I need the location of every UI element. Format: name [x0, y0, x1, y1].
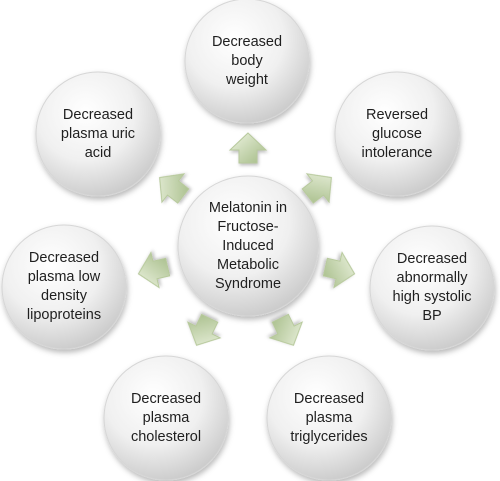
outcome-triglycerides-circle [266, 355, 392, 481]
outcome-uric-acid-circle [35, 71, 161, 197]
center-label: Melatonin in Fructose- Induced Metabolic… [208, 199, 288, 292]
arrow-to-glucose-intolerance [301, 173, 332, 204]
outcome-uric-acid-label: Decreased plasma uric acid [60, 106, 136, 161]
outcome-body-weight-circle [184, 0, 310, 124]
center-circle [177, 175, 319, 317]
outcome-systolic-bp-label: Decreased abnormally high systolic BP [392, 251, 472, 324]
arrow-to-uric-acid [159, 173, 190, 204]
arrow-to-systolic-bp [322, 251, 356, 289]
outcome-ldl-circle [1, 224, 127, 350]
arrow-to-cholesterol [186, 313, 222, 346]
arrow-to-ldl [137, 251, 171, 289]
outcome-triglycerides-label: Decreased plasma triglycerides [290, 390, 368, 445]
outcome-cholesterol-circle [103, 355, 229, 481]
arrow-to-body-weight [228, 132, 268, 164]
outcome-systolic-bp-circle [369, 225, 495, 351]
outcome-ldl-label: Decreased plasma low density lipoprotein… [26, 250, 102, 323]
outcome-body-weight-label: Decreased body weight [211, 33, 283, 88]
outcome-cholesterol-label: Decreased plasma cholesterol [130, 390, 202, 445]
arrow-to-triglycerides [268, 313, 304, 346]
outcome-glucose-intolerance-label: Reversed glucose intolerance [361, 106, 433, 161]
outcome-glucose-intolerance-circle [334, 71, 460, 197]
